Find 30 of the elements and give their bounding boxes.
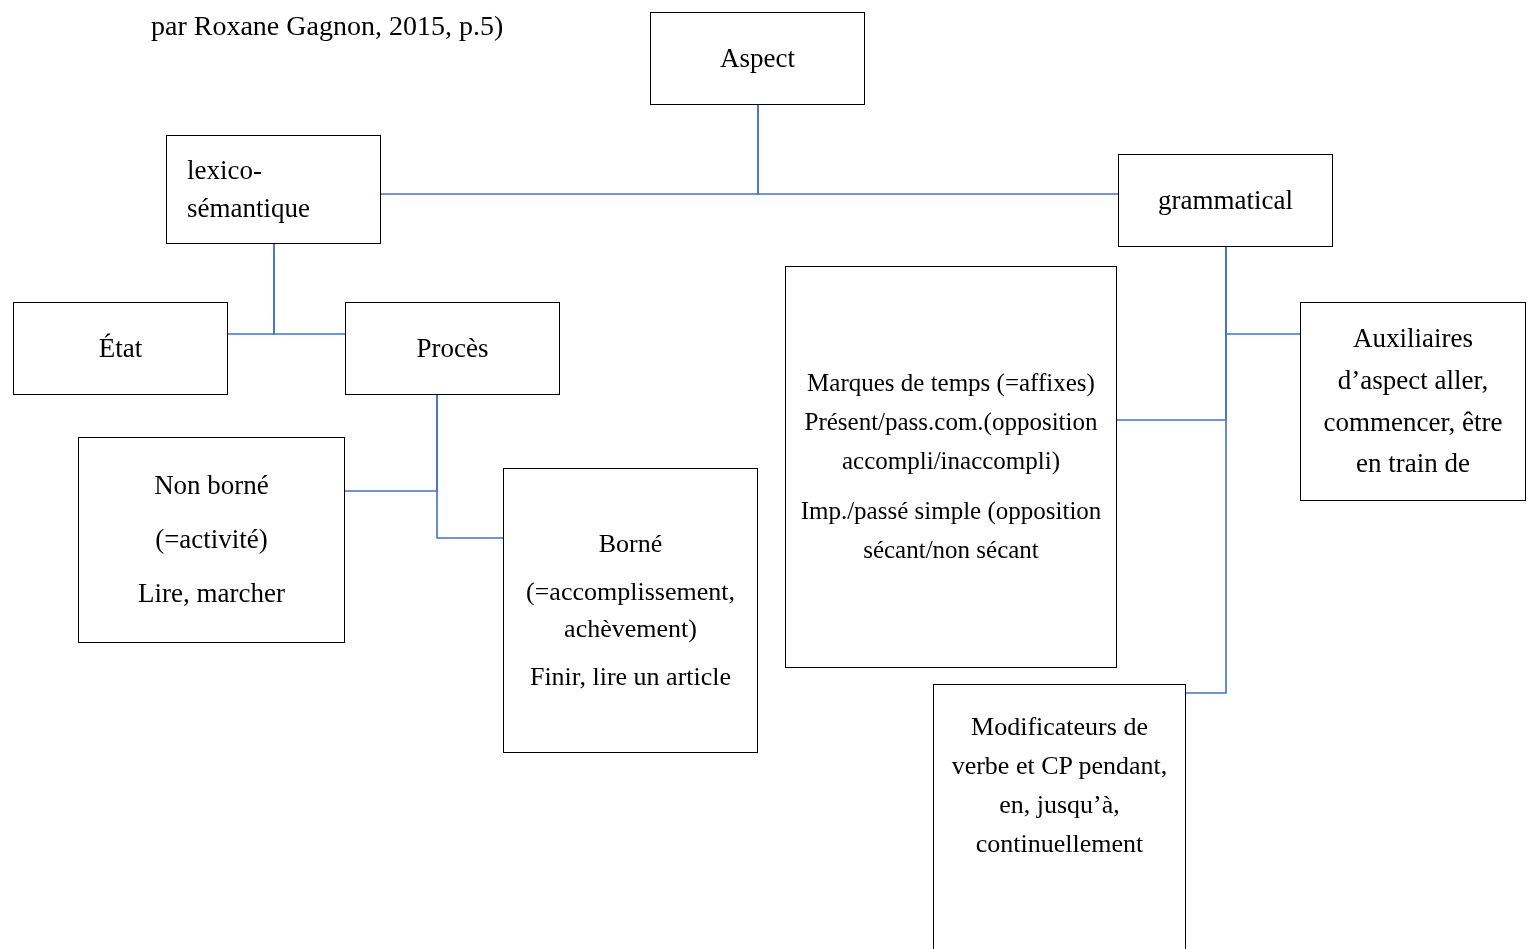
box-text: Aspect: [720, 41, 795, 75]
box-text: Lire, marcher: [138, 576, 285, 610]
text-box: [1118, 154, 1333, 247]
text-box: [166, 135, 381, 244]
connector-line: [1185, 246, 1227, 694]
connector-line: [757, 104, 1119, 195]
text-box: [933, 684, 1186, 949]
text-box: [503, 468, 758, 753]
box-text: (=accomplissement, achèvement): [525, 576, 736, 645]
box-text: Finir, lire un article: [529, 660, 732, 693]
box-text: Non borné: [154, 469, 269, 503]
box-text: Marques de temps (=affixes) Présent/pass.com.(opposition accompli/inaccompli): [803, 368, 1099, 476]
connector-line: [273, 243, 346, 335]
box-text: grammatical: [1158, 183, 1293, 217]
box-text: État: [98, 331, 143, 365]
connector-line: [436, 394, 504, 539]
text-box: [1300, 302, 1526, 501]
source-note: par Roxane Gagnon, 2015, p.5): [151, 10, 504, 42]
text-box: [785, 266, 1117, 668]
box-text: Modificateurs de verbe et CP pendant, en, jusqu’à, continuellement: [950, 711, 1169, 860]
box-text: lexico-sémantique: [187, 153, 311, 225]
text-box: [650, 12, 865, 105]
text-box: [78, 437, 345, 643]
box-text: Auxiliaires d’aspect aller, commencer, être en train de: [1322, 321, 1504, 481]
box-text: Imp./passé simple (opposition sécant/non sécant: [799, 496, 1103, 566]
box-text: (=activité): [155, 523, 268, 557]
box-text: Borné: [598, 527, 663, 560]
text-box: [345, 302, 560, 395]
text-box: [13, 302, 228, 395]
box-text: Procès: [416, 331, 489, 365]
